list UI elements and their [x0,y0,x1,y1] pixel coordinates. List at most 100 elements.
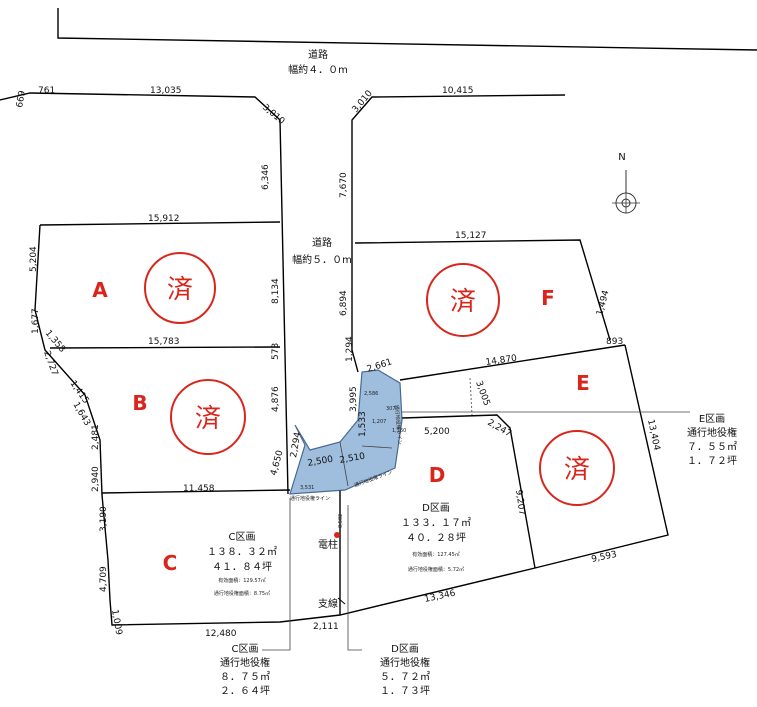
callout-c-sub: 通行地役権 [220,656,270,669]
callout-e: E区画 通行地役権 ７．５５㎡ １．７２坪 [687,413,737,467]
callout-c-sqm: ８．７５㎡ [220,671,270,683]
dim-label: 2,940 [91,466,101,492]
stamp-b: 済 [195,404,221,434]
area-c-sqm: １３８．３２㎡ [207,546,277,558]
dim-label: 15,127 [455,231,487,241]
dim-label: 3,010 [260,103,286,127]
area-c-title: C区画 [229,531,256,543]
easement-line-label-c: 通行地役権ライン [290,495,330,502]
dim-label: 2,500 [307,455,334,469]
pole-dot [334,532,340,538]
area-d-title: D区画 [422,502,450,514]
dim-label: 2,294 [289,431,303,458]
area-d-sqm: １３３．１７㎡ [401,517,471,529]
dim-label: 2,111 [313,622,339,632]
callout-e-tsubo: １．７２坪 [687,454,737,467]
area-c-eff: 有効面積：129.57㎡ [218,577,266,584]
dim-label: 3,190 [99,506,109,532]
pole-label: 電柱 [318,538,338,551]
dim-label: 1,494 [595,289,611,317]
sold-stamps: 済 済 済 済 [144,252,615,506]
dim-label: 1,677 [31,308,41,334]
callout-d-sqm: ５．７２㎡ [380,671,430,683]
dim-label: 1,294 [345,336,355,362]
area-d-eff: 有効面積：127.45㎡ [412,551,460,558]
dim-label: 4,876 [271,386,281,412]
dim-label: 1,533 [358,411,368,437]
stay-label: 支線 [318,597,338,610]
callout-d-sub: 通行地役権 [380,656,430,669]
north-arrow [612,170,640,214]
dim-label: 3,005 [473,380,491,408]
dim-label: 8,134 [271,278,281,304]
road-name-top: 道路 [308,48,328,61]
dim-label: 6,346 [261,164,271,190]
dim-label: 6,894 [339,290,349,316]
road-name-mid: 道路 [312,236,332,249]
dim-label: 9,207 [513,489,526,516]
callout-e-sub: 通行地役権 [687,426,737,439]
dim-label: 4,650 [269,449,285,477]
dim-label: 2,510 [339,452,366,466]
dim-label: 3,010 [351,89,375,115]
callout-d-tsubo: １．７３坪 [380,684,430,697]
small-label: 2,586 [364,391,378,397]
lot-letter-c: C [163,551,178,575]
stamp-a: 済 [167,275,193,305]
dim-label: 761 [38,86,55,96]
callout-e-title: E区画 [699,413,725,425]
callout-c-tsubo: ２．６４坪 [220,684,270,697]
dim-label: 2,481 [91,424,101,450]
dim-label: 13,035 [150,86,182,96]
leader-lines [262,377,690,651]
road-width-mid: 幅約５．０m [292,253,352,266]
dim-label: 5,204 [29,246,39,272]
lot-letter-a: A [92,278,108,302]
small-label: 1,160 [392,428,406,434]
stay-line [337,597,346,605]
callout-d: D区画 通行地役権 ５．７２㎡ １．７３坪 [380,643,430,697]
area-d-info: D区画 １３３．１７㎡ ４０．２８坪 有効面積：127.45㎡ 通行地役権面積：… [401,502,471,573]
dim-label: 12,480 [205,629,237,639]
dim-label: 13,346 [424,589,457,605]
dim-label: 3,995 [349,386,359,412]
dim-label: 14,870 [485,354,518,368]
area-d-tsubo: ４０．２８坪 [406,531,466,544]
area-c-tsubo: ４１．８４坪 [212,560,272,573]
area-c-info: C区画 １３８．３２㎡ ４１．８４坪 有効面積：129.57㎡ 通行地役権面積：… [207,531,277,597]
dim-label: 15,783 [148,337,180,347]
dim-label: 2,247 [486,418,513,440]
dim-label: 893 [606,337,623,347]
easement-line-label-e: 通行地役権ライン [393,405,403,445]
small-label: 3,531 [300,485,314,491]
lot-letter-d: D [429,463,446,487]
small-label: 307 [386,406,396,412]
area-c-ease: 通行地役権面積：8.75㎡ [214,590,270,597]
stamp-e: 済 [564,455,590,485]
dim-label: 5,200 [424,427,450,437]
dim-label: 7,670 [339,172,349,198]
callout-c-title: C区画 [232,643,259,655]
dim-label: 1,009 [109,609,123,636]
area-d-ease: 通行地役権面積：5.72㎡ [408,566,464,573]
dim-label: 4,709 [99,566,109,592]
dim-label: 11,458 [183,484,215,494]
stamp-f: 済 [450,287,476,317]
lot-letter-e: E [576,371,590,395]
lot-letter-b: B [132,391,147,415]
north-label: N [618,152,625,163]
dimension-labels: 761 13,035 3,010 3,010 10,415 669 6,346 … [15,86,661,639]
callout-c: C区画 通行地役権 ８．７５㎡ ２．６４坪 [220,643,270,697]
lot-letter-f: F [541,286,555,310]
small-label: 1,207 [372,419,386,425]
dim-label: 9,593 [591,550,618,565]
lot-outlines [34,221,669,626]
callout-e-sqm: ７．５５㎡ [687,441,737,453]
callout-d-title: D区画 [391,643,419,655]
road-width-top: 幅約４．０m [288,63,348,76]
road-boundaries [0,8,757,495]
small-label: 0,502 [338,514,344,528]
dim-label: 573 [271,343,281,360]
dim-label: 15,912 [148,214,180,224]
